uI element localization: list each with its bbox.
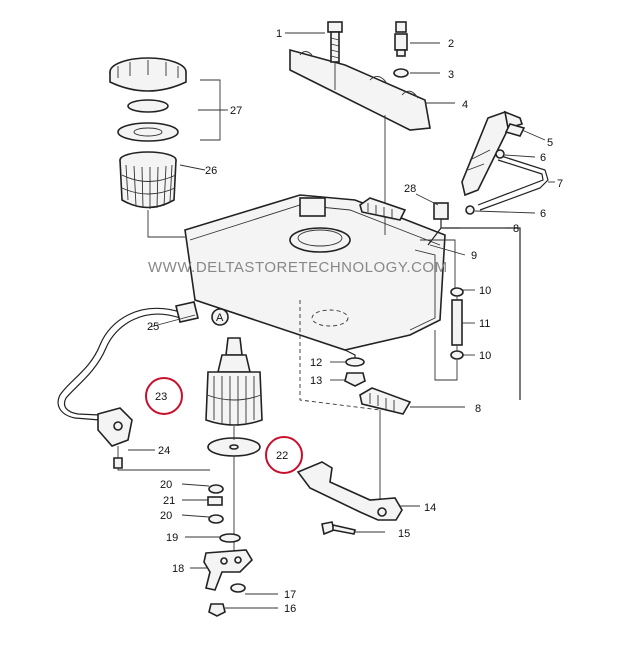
callout-11: 11 bbox=[479, 318, 490, 330]
callout-20-bottom: 20 bbox=[160, 510, 172, 522]
callout-8-bottom: 8 bbox=[475, 403, 481, 415]
callout-10-top: 10 bbox=[479, 285, 491, 297]
highlight-part-22 bbox=[265, 436, 303, 474]
fuel-cap-gasket bbox=[127, 99, 169, 113]
callout-5: 5 bbox=[547, 137, 553, 149]
o-ring-part-20-top bbox=[208, 484, 224, 494]
clip-part-5 bbox=[504, 123, 526, 137]
nut-part-13 bbox=[344, 372, 366, 387]
washer-part-19 bbox=[219, 533, 241, 543]
callout-26: 26 bbox=[205, 165, 217, 177]
callout-24: 24 bbox=[158, 445, 170, 457]
strainer-gasket bbox=[207, 437, 261, 457]
filler-ring bbox=[117, 122, 179, 142]
callout-14: 14 bbox=[424, 502, 436, 514]
clamp-part-10-top bbox=[450, 287, 464, 297]
callout-17: 17 bbox=[284, 589, 296, 601]
clamp-part-10-bottom bbox=[450, 350, 464, 360]
fuel-return-pipe bbox=[477, 154, 549, 211]
callout-3: 3 bbox=[448, 69, 454, 81]
callout-20-top: 20 bbox=[160, 479, 172, 491]
callout-23: 23 bbox=[155, 391, 167, 403]
callout-28: 28 bbox=[404, 183, 416, 195]
rubber-cushion-upper bbox=[359, 197, 407, 221]
callout-6-top: 6 bbox=[540, 152, 546, 164]
reference-marker-a-top: A bbox=[211, 308, 229, 326]
callout-25: 25 bbox=[147, 321, 159, 333]
fuel-cap bbox=[109, 57, 187, 92]
callout-4: 4 bbox=[462, 99, 468, 111]
washer-part-12 bbox=[345, 357, 365, 367]
washer-part-3 bbox=[393, 68, 409, 78]
pipe-fitting bbox=[175, 301, 199, 323]
fuel-strainer bbox=[205, 337, 263, 426]
nut-part-16 bbox=[208, 603, 226, 617]
bolt-part-1 bbox=[327, 21, 343, 63]
stud-part-2 bbox=[394, 21, 408, 57]
highlight-circles bbox=[145, 377, 303, 474]
level-gauge-tube bbox=[451, 299, 463, 346]
callout-12: 12 bbox=[310, 357, 322, 369]
callout-13: 13 bbox=[310, 375, 322, 387]
callout-15: 15 bbox=[398, 528, 410, 540]
filler-strainer bbox=[119, 151, 177, 209]
tank-mounting-bracket bbox=[289, 48, 431, 131]
o-ring-part-20-bottom bbox=[208, 514, 224, 524]
tank-band bbox=[296, 461, 403, 521]
callout-6-bottom: 6 bbox=[540, 208, 546, 220]
watermark-text: WWW.DELTASTORETECHNOLOGY.COM bbox=[148, 259, 448, 276]
fuel-filter-cock bbox=[97, 407, 210, 471]
fuel-pipe bbox=[57, 307, 181, 421]
callout-labels: 1 2 3 4 5 6 6 7 8 8 9 10 10 11 12 13 14 … bbox=[147, 28, 563, 615]
fuel-cock-body bbox=[203, 549, 254, 591]
callout-7: 7 bbox=[557, 178, 563, 190]
highlight-part-23 bbox=[145, 377, 183, 415]
leader-lines bbox=[128, 32, 555, 609]
bolt-part-15 bbox=[321, 521, 356, 536]
marker-a-label-top: A bbox=[216, 312, 224, 324]
callout-18: 18 bbox=[172, 563, 184, 575]
callout-16: 16 bbox=[284, 603, 296, 615]
callout-1: 1 bbox=[276, 28, 282, 40]
callout-10-bottom: 10 bbox=[479, 350, 491, 362]
callout-2: 2 bbox=[448, 38, 454, 50]
callout-9: 9 bbox=[471, 250, 477, 262]
callout-27: 27 bbox=[230, 105, 242, 117]
callout-22: 22 bbox=[276, 450, 288, 462]
callout-8-top: 8 bbox=[513, 223, 519, 235]
spacer-part-21 bbox=[207, 496, 223, 506]
callout-19: 19 bbox=[166, 532, 178, 544]
rubber-cushion-lower bbox=[359, 387, 412, 415]
hose-clamp-part-6 bbox=[465, 149, 505, 215]
callout-21: 21 bbox=[163, 495, 175, 507]
fuel-tank bbox=[184, 194, 446, 411]
washer-part-17 bbox=[230, 583, 246, 593]
